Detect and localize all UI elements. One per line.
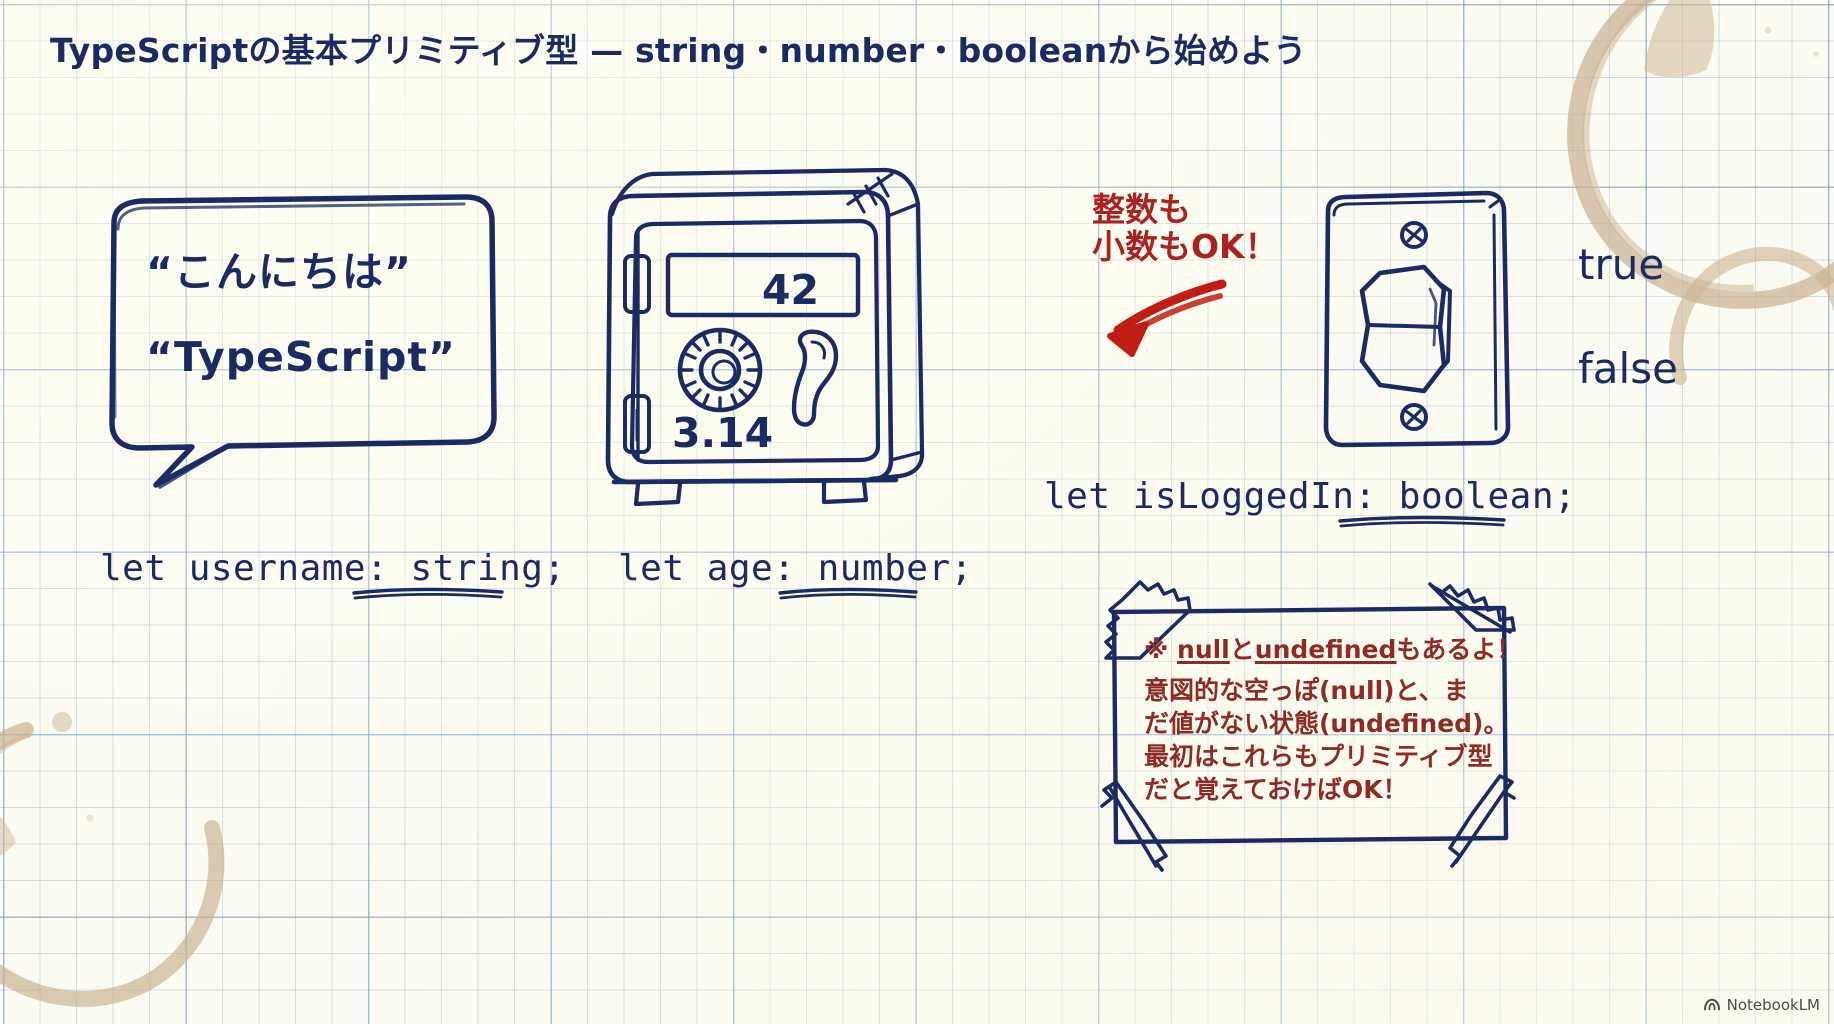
memo-line5: だと覚えておけばOK！: [1144, 775, 1408, 804]
code-declaration-string: let username: string;: [100, 548, 566, 589]
memo-keyword-null: null: [1177, 635, 1230, 664]
string-example-line2: “TypeScript”: [146, 333, 456, 381]
number-annotation: 整数も 小数もOK！: [1092, 190, 1278, 266]
memo-line2: 意図的な空っぽ(null)と、ま: [1144, 676, 1469, 705]
code-type-string: string: [410, 548, 544, 589]
number-annotation-line1: 整数も: [1092, 190, 1191, 229]
code-prefix-string: let username:: [100, 548, 411, 589]
memo-line1-prefix: ※: [1144, 635, 1178, 664]
red-arrow-icon: [1107, 279, 1227, 357]
safe-decimal-value: 3.14: [672, 409, 774, 457]
code-type-number: number: [817, 548, 951, 589]
light-switch-illustration: [1323, 190, 1511, 448]
number-annotation-line2: 小数もOK！: [1092, 226, 1278, 266]
coffee-stain-top-right: [1567, 0, 1834, 309]
coffee-stain-top-right-small: [1669, 246, 1834, 385]
safe-display-value: 42: [762, 266, 820, 314]
memo-line1-suffix: もあるよ！: [1396, 635, 1522, 664]
memo-keyword-undefined: undefined: [1254, 635, 1397, 664]
code-declaration-boolean: let isLoggedIn: boolean;: [1044, 476, 1576, 517]
memo-line1-mid: と: [1229, 635, 1255, 664]
code-prefix-boolean: let isLoggedIn:: [1044, 476, 1399, 517]
coffee-stain-bottom-left: [0, 712, 225, 1007]
notebooklm-logo-icon: [1703, 998, 1720, 1011]
code-suffix-number: ;: [950, 548, 973, 589]
code-prefix-number: let age:: [618, 548, 818, 589]
string-example-line1: “こんにちは”: [146, 248, 412, 296]
code-declaration-number: let age: number;: [618, 548, 973, 589]
boolean-true-label: true: [1578, 240, 1665, 289]
code-suffix-string: ;: [543, 548, 566, 589]
memo-line3: だ値がない状態(undefined)。: [1144, 709, 1509, 738]
boolean-false-label: false: [1578, 344, 1678, 393]
page-title: TypeScriptの基本プリミティブ型 — string・number・boo…: [50, 31, 1307, 70]
notebooklm-label: NotebookLM: [1726, 996, 1820, 1014]
memo-line4: 最初はこれらもプリミティブ型: [1144, 742, 1493, 771]
code-suffix-boolean: ;: [1554, 476, 1577, 517]
code-type-boolean: boolean: [1398, 476, 1554, 517]
memo-line1: ※ nullとundefinedもあるよ！: [1144, 634, 1521, 667]
safe-illustration: [605, 167, 925, 507]
notebooklm-watermark: NotebookLM: [1703, 996, 1820, 1014]
